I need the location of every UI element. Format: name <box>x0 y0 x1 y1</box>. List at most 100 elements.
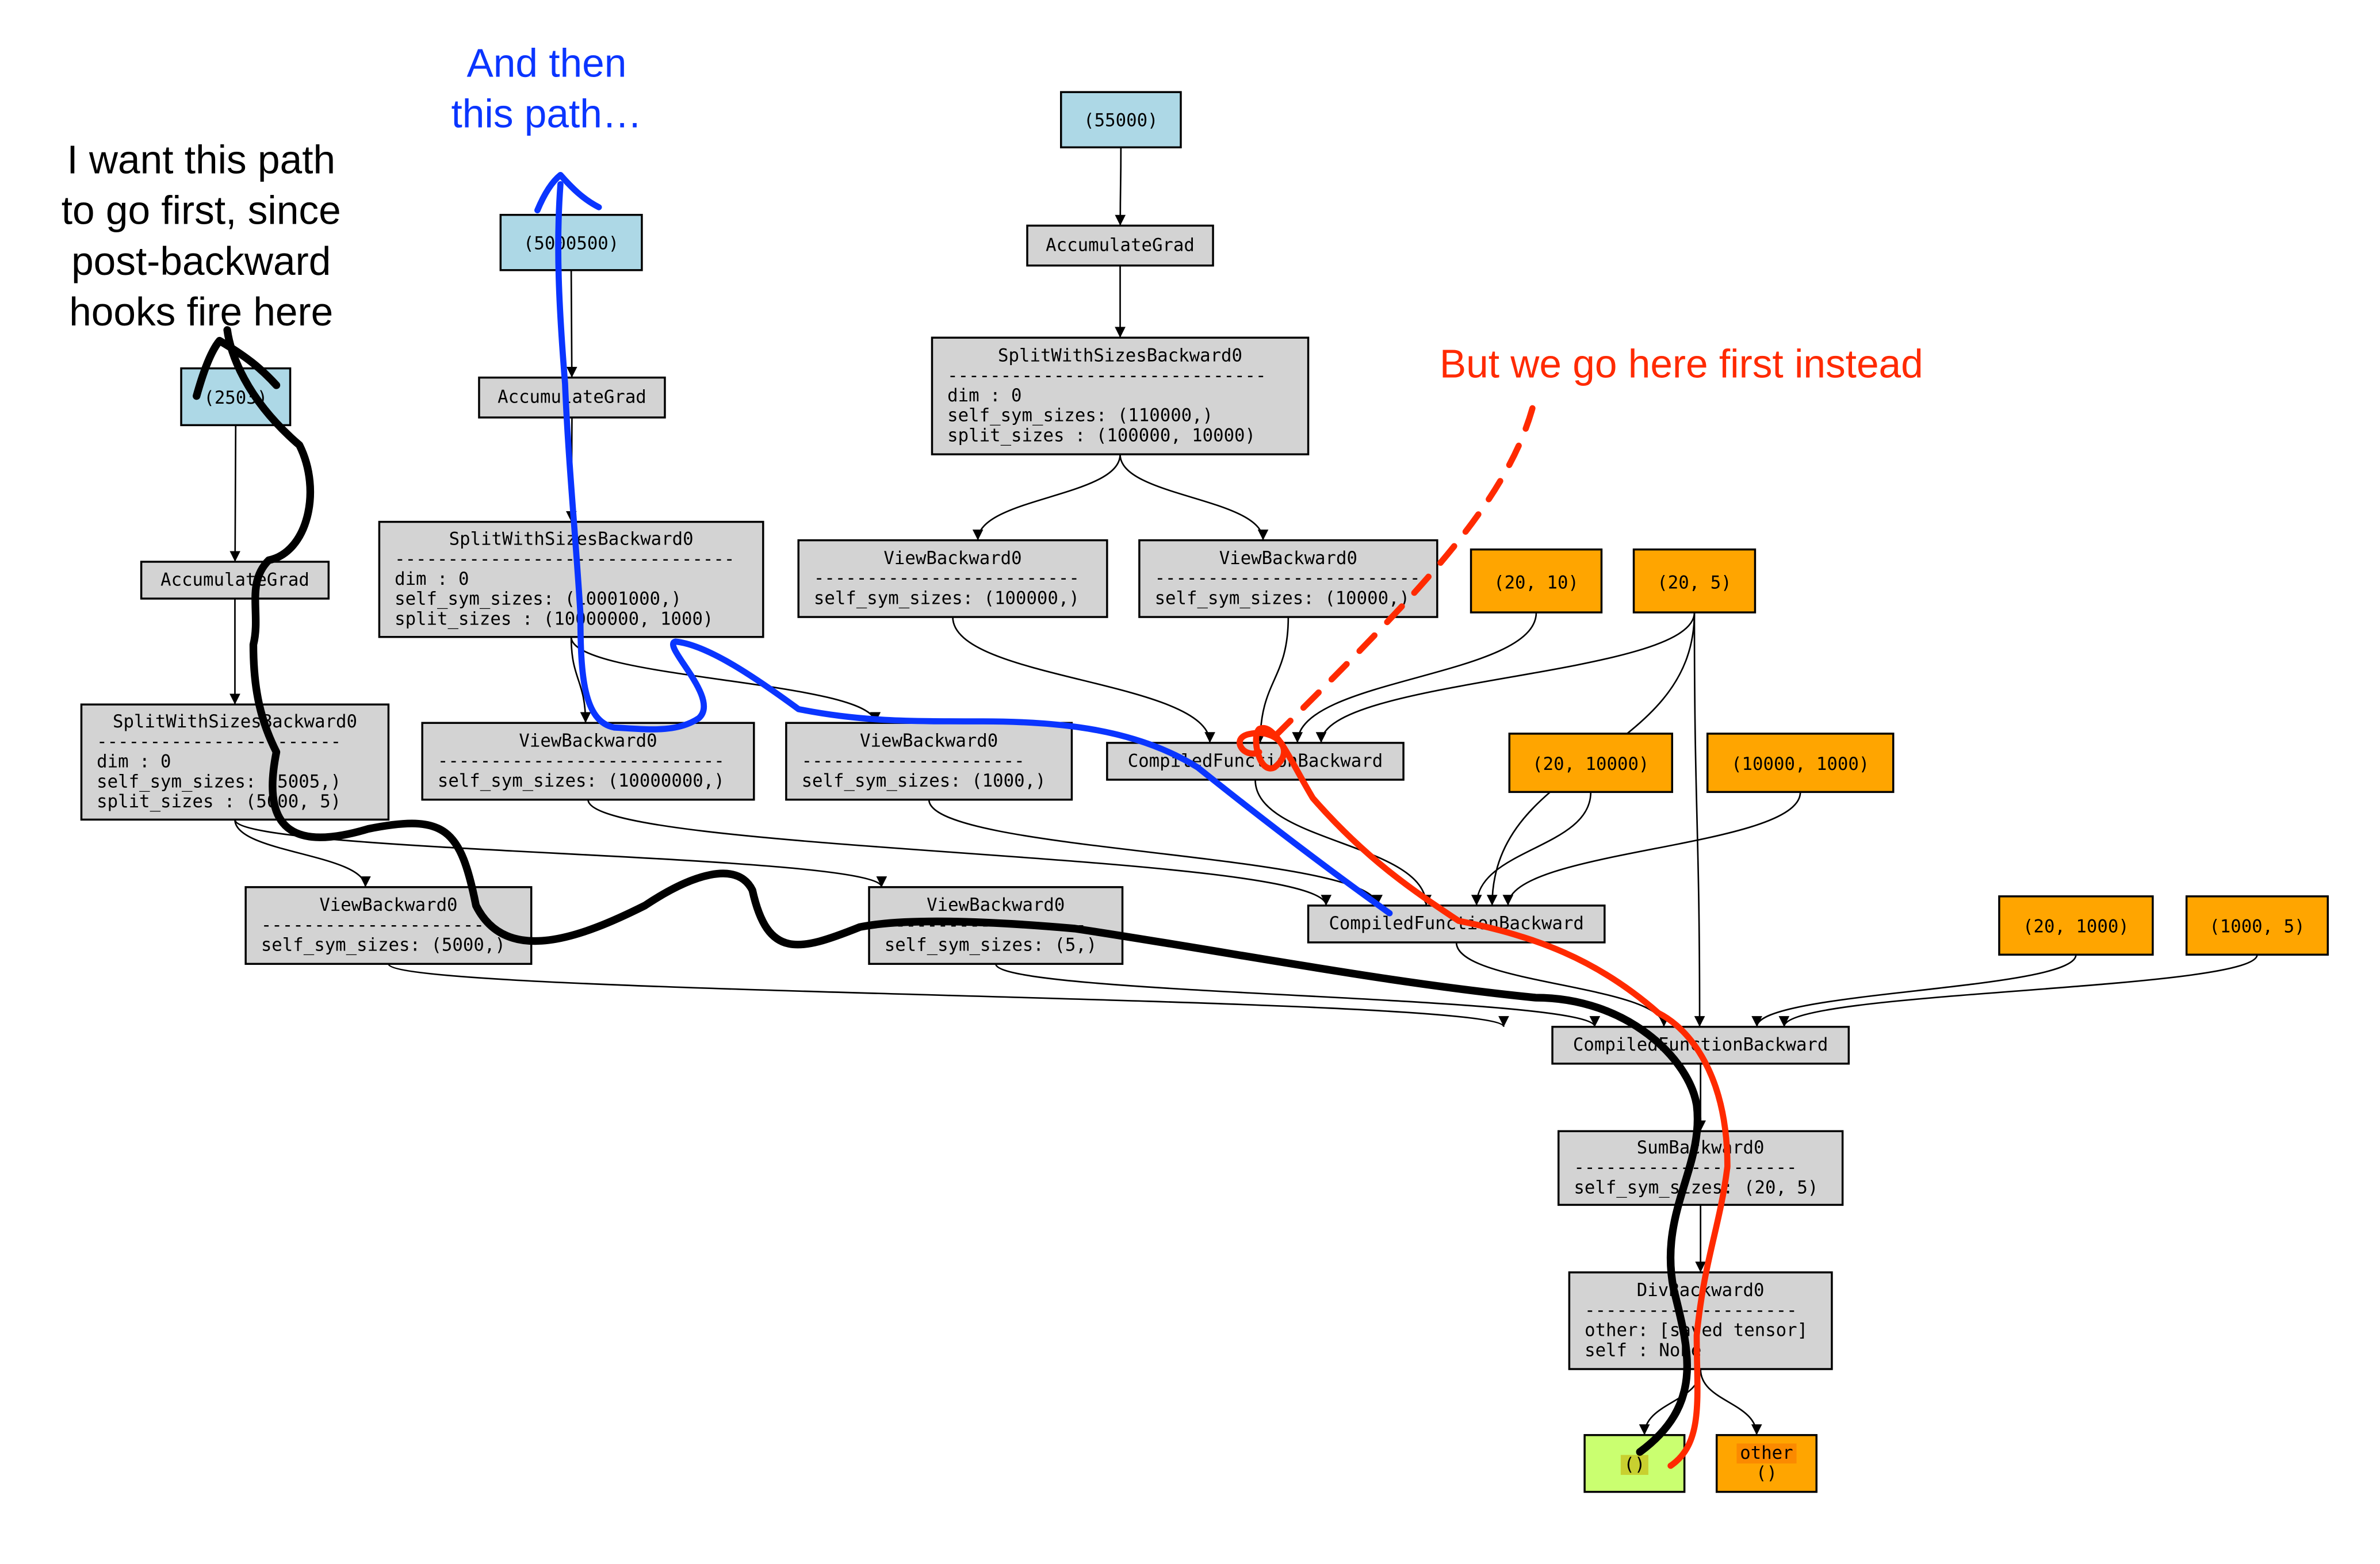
node-title: (1000, 5) <box>2209 917 2305 937</box>
edge-in10000_1000-to-cfb2 <box>1502 792 1801 906</box>
edge-split110000-to-view10000 <box>1119 454 1269 540</box>
annotation-line: to go first, since <box>62 188 341 233</box>
node-detail-line: split_sizes : (10000000, 1000) <box>395 609 713 629</box>
node-title: other <box>1740 1443 1793 1463</box>
node-box <box>1470 548 1603 614</box>
node-detail-line: ---------------------- <box>261 915 495 936</box>
edge-in20_1000-to-cfb3 <box>1751 954 2077 1027</box>
annotation-line: But we go here first instead <box>1440 342 1923 386</box>
edge-split10001000-to-view1000 <box>570 637 881 723</box>
node-detail-line: ------------------------- <box>814 569 1080 589</box>
node-box <box>499 213 643 271</box>
edge-div-to-other <box>1700 1368 1762 1435</box>
node-detail-line: () <box>1756 1463 1777 1483</box>
node-detail-line: self_sym_sizes: (10000000,) <box>438 771 725 791</box>
graph-node-in20_10000: (20, 10000) <box>1508 733 1674 793</box>
blue-path-stroke <box>555 181 1393 917</box>
node-box <box>1138 539 1438 618</box>
edge-p2503-to-acc2503 <box>229 425 241 562</box>
graph-node-div: DivBackward0--------------------other: [… <box>1568 1271 1833 1370</box>
node-detail-line: self_sym_sizes: (10001000,) <box>395 589 682 610</box>
edge-p5000500-to-acc5000500 <box>566 270 577 378</box>
graph-node-cfb3: CompiledFunctionBackward <box>1551 1026 1850 1065</box>
node-box <box>80 703 390 821</box>
node-title: AccumulateGrad <box>498 388 646 408</box>
annotation-line: post-backward <box>71 239 331 283</box>
node-title: SplitWithSizesBackward0 <box>998 346 1242 366</box>
annotation-strokes-layer <box>193 171 1731 1469</box>
graph-node-sum: SumBackward0---------------------self_sy… <box>1557 1130 1844 1206</box>
node-detail-line: self_sym_sizes: (5005,) <box>97 772 341 792</box>
node-title: SumBackward0 <box>1637 1138 1765 1158</box>
node-box <box>1998 895 2154 956</box>
node-box <box>1557 1130 1844 1206</box>
node-box <box>1026 224 1214 267</box>
node-box <box>1307 904 1606 944</box>
node-detail-line: --------------------- <box>802 751 1025 771</box>
graph-node-view1000: ViewBackward0---------------------self_s… <box>785 722 1073 801</box>
node-title: (20, 10) <box>1494 573 1579 593</box>
annotation-line: this path… <box>451 91 642 136</box>
graph-node-view10000: ViewBackward0-------------------------se… <box>1138 539 1438 618</box>
edge-p55000-to-acc55000 <box>1115 147 1126 226</box>
nodes-layer: (55000)AccumulateGradSplitWithSizesBackw… <box>80 91 2329 1493</box>
graph-node-acc55000: AccumulateGrad <box>1026 224 1214 267</box>
node-title: AccumulateGrad <box>160 570 309 590</box>
node-detail-line: dim : 0 <box>97 752 171 772</box>
node-detail-line: self_sym_sizes: (5000,) <box>261 936 506 956</box>
node-detail-line: self_sym_sizes: (110000,) <box>947 406 1213 426</box>
node-title: () <box>1624 1455 1645 1475</box>
annotation-line: hooks fire here <box>69 289 333 334</box>
red-dashed-pointer-stroke <box>1271 405 1536 740</box>
edge-split5005-to-view5000 <box>234 819 371 887</box>
node-detail-line: self_sym_sizes: (1000,) <box>802 771 1046 791</box>
label-highlight <box>1620 1455 1648 1475</box>
node-box <box>1060 91 1182 148</box>
annotation-line: I want this path <box>67 137 335 182</box>
node-box <box>378 520 764 638</box>
node-title: ViewBackward0 <box>519 731 657 752</box>
node-box <box>1706 733 1895 793</box>
node-box <box>1508 733 1674 793</box>
node-detail-line: ------------------------- <box>1155 569 1421 589</box>
black-path-stroke <box>223 326 1702 1456</box>
node-box <box>1632 548 1757 614</box>
node-detail-line: self_sym_sizes: (20, 5) <box>1574 1178 1818 1198</box>
label-highlight <box>1736 1443 1797 1464</box>
node-title: (10000, 1000) <box>1731 754 1869 775</box>
edge-view5000-to-cfb3 <box>388 963 1509 1028</box>
node-box <box>421 722 755 801</box>
graph-node-p5000500: (5000500) <box>499 213 643 271</box>
node-detail-line: ------------------------------ <box>947 366 1266 386</box>
edge-view10000-to-cfb1 <box>1254 617 1290 743</box>
edge-view5-to-cfb3 <box>994 963 1600 1028</box>
node-box <box>931 336 1310 455</box>
graph-node-split110000: SplitWithSizesBackward0-----------------… <box>931 336 1310 455</box>
graph-node-other: other() <box>1715 1434 1817 1493</box>
annotation-line: And then <box>466 40 626 85</box>
node-detail-line: self_sym_sizes: (10000,) <box>1155 588 1410 608</box>
graph-node-view100000: ViewBackward0-------------------------se… <box>797 539 1108 618</box>
node-detail-line: -------------------- <box>1585 1301 1797 1321</box>
node-box <box>785 722 1073 801</box>
graph-node-split5005: SplitWithSizesBackward0-----------------… <box>80 703 390 821</box>
graph-node-out: () <box>1583 1434 1686 1493</box>
annotations-layer: I want this path to go first, since post-b… <box>62 40 1923 386</box>
node-detail-line: self_sym_sizes: (5,) <box>885 936 1097 956</box>
black-arrowhead-stroke <box>193 336 281 400</box>
edge-in20_10-to-cfb1 <box>1292 612 1537 743</box>
red-path-stroke <box>1237 724 1731 1469</box>
node-title: ViewBackward0 <box>319 895 457 915</box>
node-detail-line: dim : 0 <box>395 569 469 589</box>
edge-split10001000-to-view10000000 <box>570 637 591 723</box>
edge-in20_10000-to-cfb2 <box>1471 792 1592 906</box>
node-title: SplitWithSizesBackward0 <box>449 530 694 550</box>
annotation-go-here-first: But we go here first instead <box>1440 342 1923 386</box>
node-title: ViewBackward0 <box>860 731 998 752</box>
graph-node-in20_10: (20, 10) <box>1470 548 1603 614</box>
graph-node-view5000: ViewBackward0----------------------self_… <box>244 886 533 965</box>
edge-cfb1-to-cfb2 <box>1254 779 1432 906</box>
blue-arrowhead-stroke <box>534 171 602 214</box>
graph-node-in20_1000: (20, 1000) <box>1998 895 2154 956</box>
graph-node-in20_5: (20, 5) <box>1632 548 1757 614</box>
